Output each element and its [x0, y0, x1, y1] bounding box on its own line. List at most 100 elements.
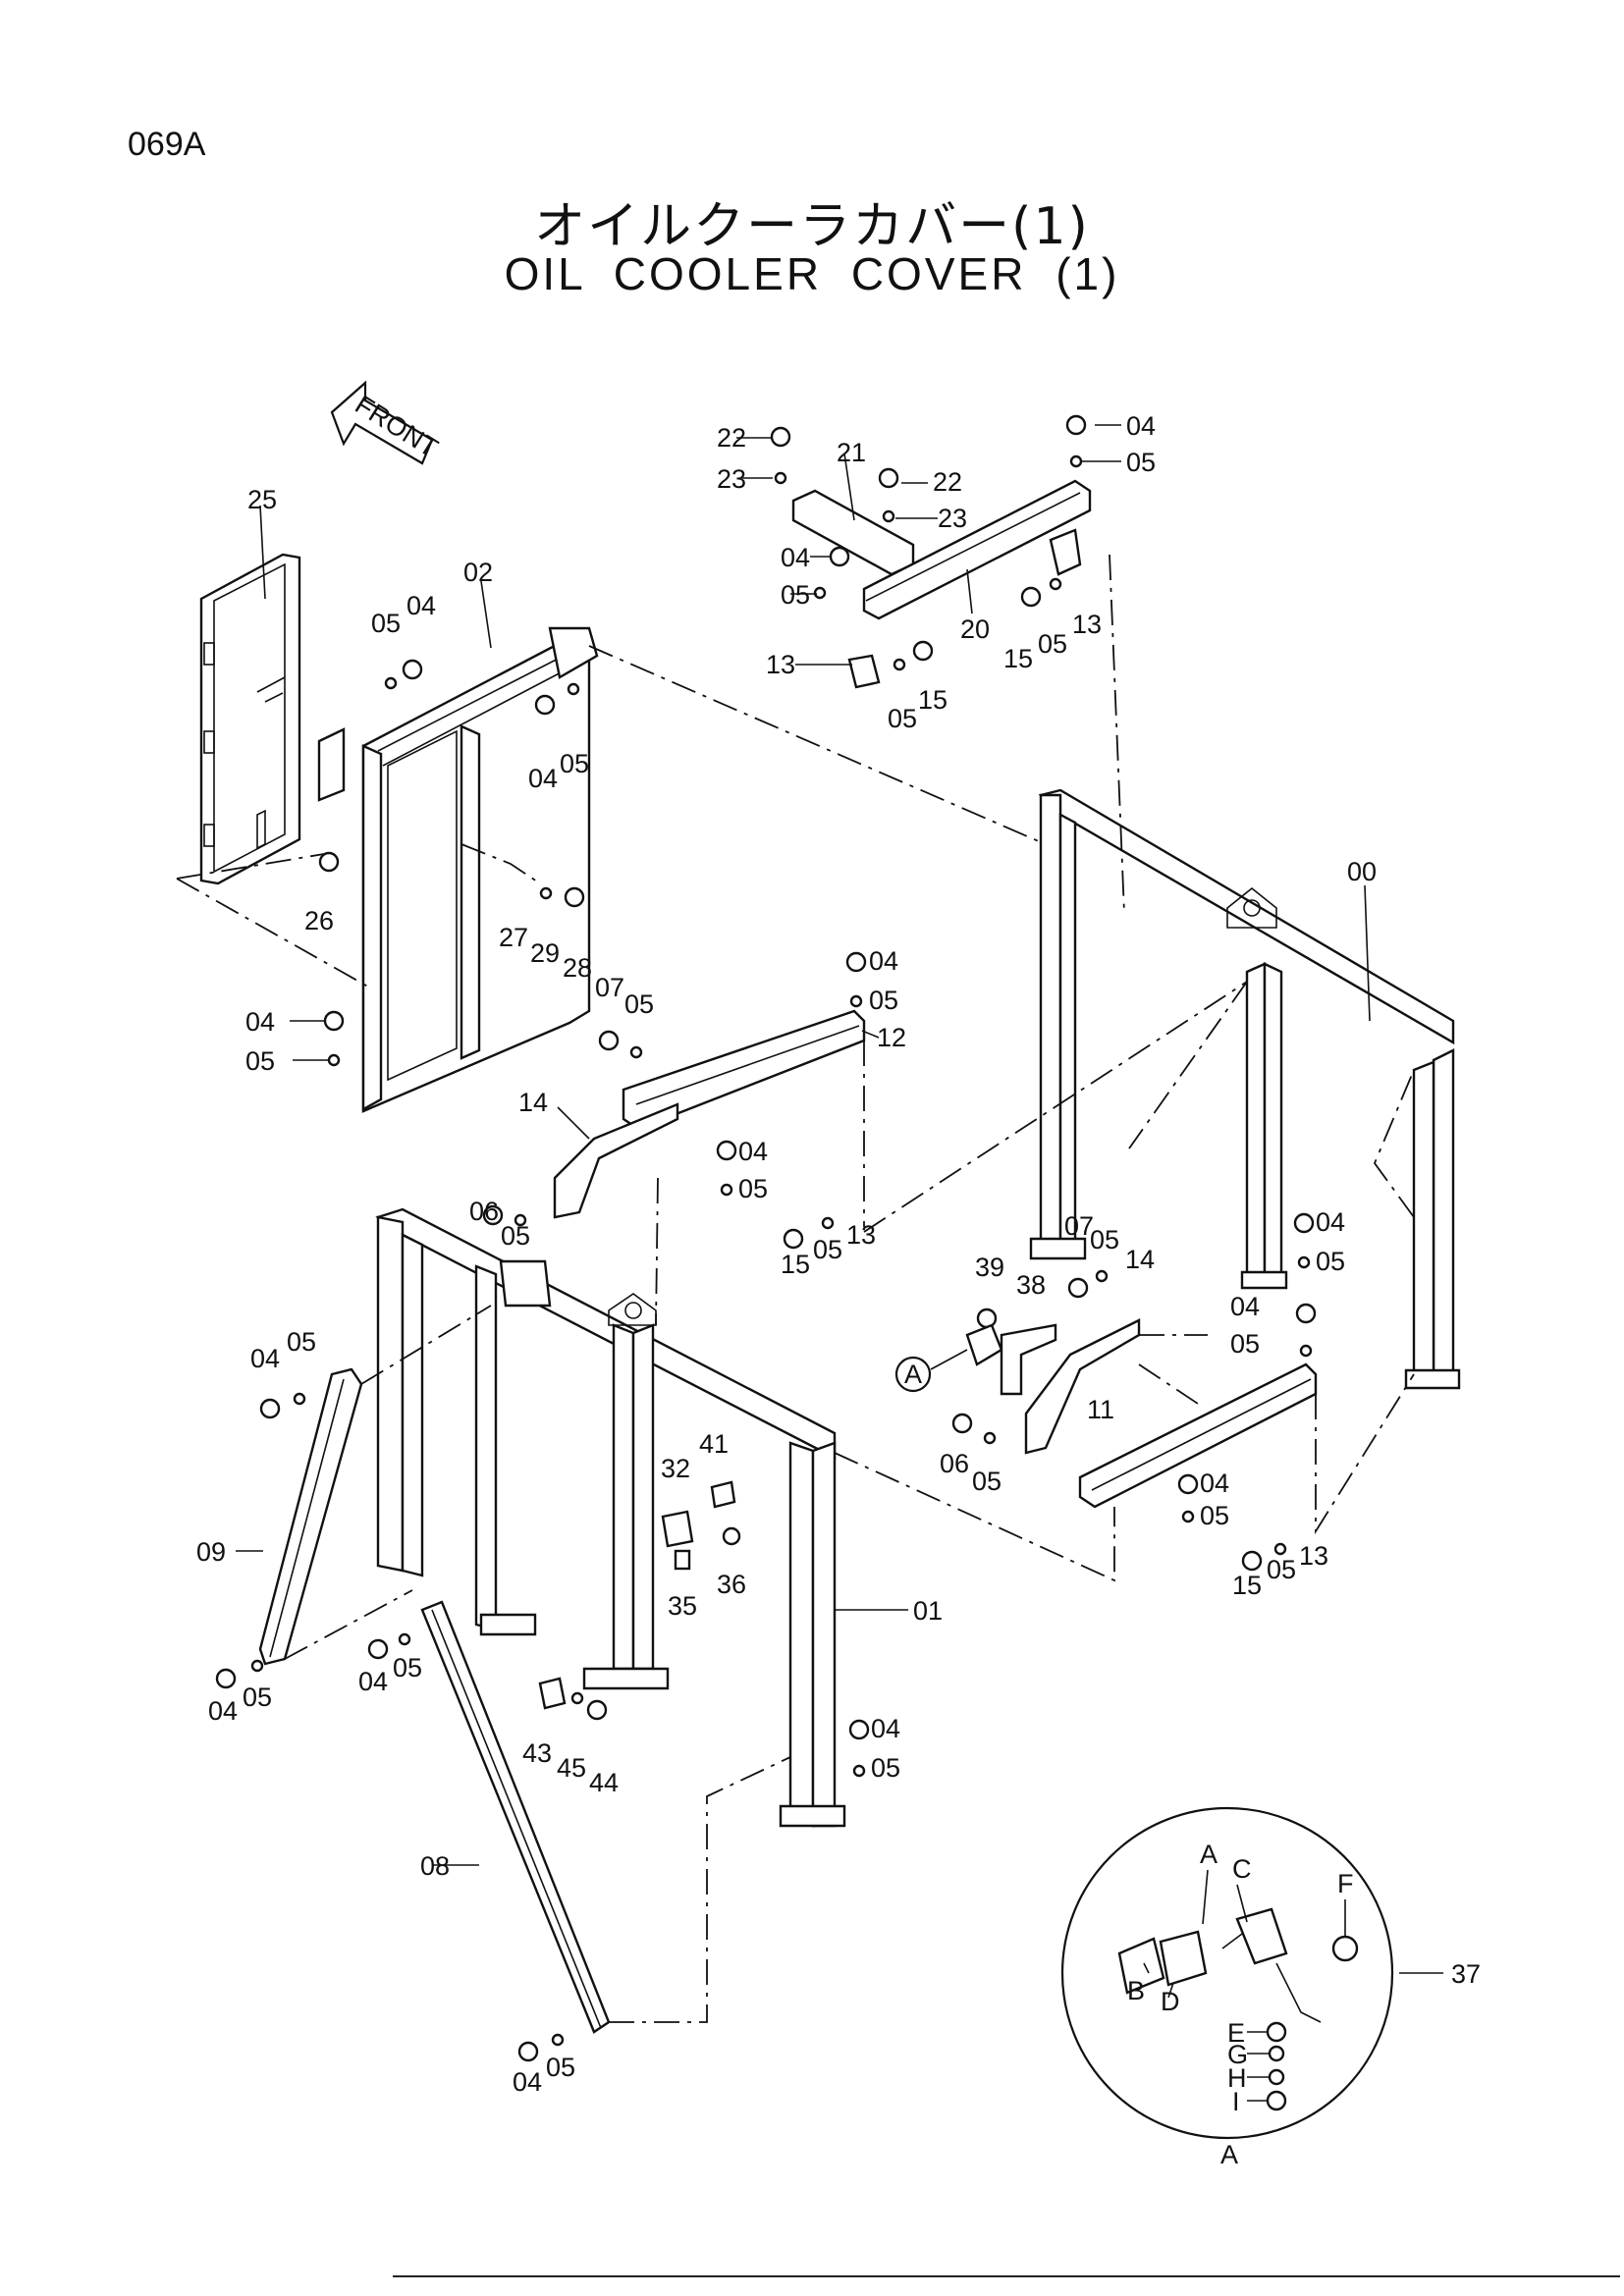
callout: 05	[243, 1682, 272, 1712]
callout: 05	[546, 2053, 575, 2082]
callout: 05	[781, 580, 810, 610]
page-code: 069A	[128, 126, 206, 163]
callout: 05	[1090, 1225, 1119, 1255]
callout: 28	[563, 953, 592, 983]
callout: 04	[781, 543, 810, 572]
callout: 00	[1347, 857, 1377, 886]
callout: 04	[869, 946, 898, 976]
detail-item: I	[1232, 2087, 1240, 2116]
side-frame-02	[317, 626, 599, 1113]
callout: 09	[196, 1537, 226, 1567]
callout: 05	[1038, 629, 1067, 659]
front-arrow-icon: FRONT	[330, 380, 443, 465]
callout: 08	[420, 1851, 450, 1881]
detail-item: C	[1232, 1854, 1252, 1884]
callout: 26	[304, 906, 334, 935]
callout: 05	[501, 1221, 530, 1251]
cover-bar-21	[791, 489, 915, 576]
callout: 39	[975, 1253, 1004, 1282]
callout: 38	[1016, 1270, 1046, 1300]
detail-item: D	[1161, 1987, 1180, 2016]
detail-a-section-letter: A	[1220, 2140, 1238, 2169]
detail-a-labels: A A A B C D E F G H I	[904, 1360, 1354, 2169]
callout: 04	[1230, 1292, 1260, 1321]
detail-item: G	[1227, 2040, 1248, 2069]
callout: 23	[938, 504, 967, 533]
callout: 05	[869, 986, 898, 1015]
callout: 29	[530, 938, 560, 968]
fasteners	[215, 414, 1317, 2062]
panel-08	[420, 1600, 611, 2034]
callout: 04	[250, 1344, 280, 1373]
callout: 05	[871, 1753, 900, 1783]
callout: 04	[358, 1667, 388, 1696]
detail-item: E	[1227, 2018, 1245, 2048]
callout: 23	[717, 464, 746, 494]
callout: 37	[1451, 1959, 1481, 1989]
cover-bar-20	[862, 479, 1092, 620]
callout: 11	[1087, 1395, 1114, 1424]
bracket-13-upper	[847, 528, 1082, 689]
callout: 07	[1064, 1211, 1094, 1241]
switch-parts-32-41	[538, 1480, 741, 1710]
detail-item: B	[1127, 1976, 1145, 2005]
callout: 05	[1230, 1329, 1260, 1359]
front-label: FRONT	[350, 390, 443, 463]
callout: 04	[513, 2067, 542, 2097]
bracket-14-left	[553, 1102, 679, 1219]
main-frame-00	[1029, 788, 1461, 1390]
callout: 43	[522, 1738, 552, 1768]
callout: 13	[1072, 610, 1102, 639]
callout: 04	[245, 1007, 275, 1037]
callout-labels: 22 23 21 22 23 04 05 04 05 20 13 15 05 1…	[196, 411, 1481, 2097]
callout: 41	[699, 1429, 729, 1459]
door-panel-25	[199, 553, 301, 885]
callout: 04	[1200, 1468, 1229, 1498]
callout: 27	[499, 923, 528, 952]
callout: 15	[918, 685, 947, 715]
callout: 22	[717, 423, 746, 453]
callout: 06	[940, 1449, 969, 1478]
callout: 05	[245, 1046, 275, 1076]
detail-item: H	[1227, 2063, 1247, 2093]
title-english: OIL COOLER COVER (1)	[504, 248, 1120, 299]
callout: 05	[972, 1467, 1001, 1496]
callout: 36	[717, 1570, 746, 1599]
callout: 13	[1299, 1541, 1328, 1571]
callout: 15	[1003, 644, 1033, 673]
callout: 04	[1316, 1207, 1345, 1237]
callout: 22	[933, 467, 962, 497]
callout: 13	[846, 1220, 876, 1250]
callout: 02	[463, 558, 493, 587]
reference-lines	[176, 554, 1415, 2023]
callout: 05	[1267, 1555, 1296, 1584]
callout: 04	[528, 764, 558, 793]
callout: 25	[247, 485, 277, 514]
callout: 14	[1125, 1245, 1155, 1274]
callout: 35	[668, 1591, 697, 1621]
callout: 44	[589, 1768, 619, 1797]
detail-item: F	[1337, 1869, 1354, 1898]
callout: 05	[560, 749, 589, 778]
callout: 06	[469, 1197, 499, 1226]
callout: 15	[1232, 1571, 1262, 1600]
callout: 05	[393, 1653, 422, 1682]
bottom-rule	[393, 2275, 1620, 2277]
detail-a-reference	[894, 1323, 1057, 1396]
callout: 14	[518, 1088, 548, 1117]
callout: 05	[738, 1174, 768, 1203]
callout: 04	[871, 1714, 900, 1743]
callout: 05	[1200, 1501, 1229, 1530]
front-frame-01	[375, 1207, 846, 1828]
callout: 20	[960, 614, 990, 644]
callout: 05	[888, 704, 917, 733]
callout: 32	[661, 1454, 690, 1483]
callout: 12	[877, 1023, 906, 1052]
callout: 05	[1316, 1247, 1345, 1276]
callout: 05	[1126, 448, 1156, 477]
callout: 07	[595, 973, 624, 1002]
callout: 01	[913, 1596, 943, 1626]
callout: 13	[766, 650, 795, 679]
callout: 05	[371, 609, 401, 638]
